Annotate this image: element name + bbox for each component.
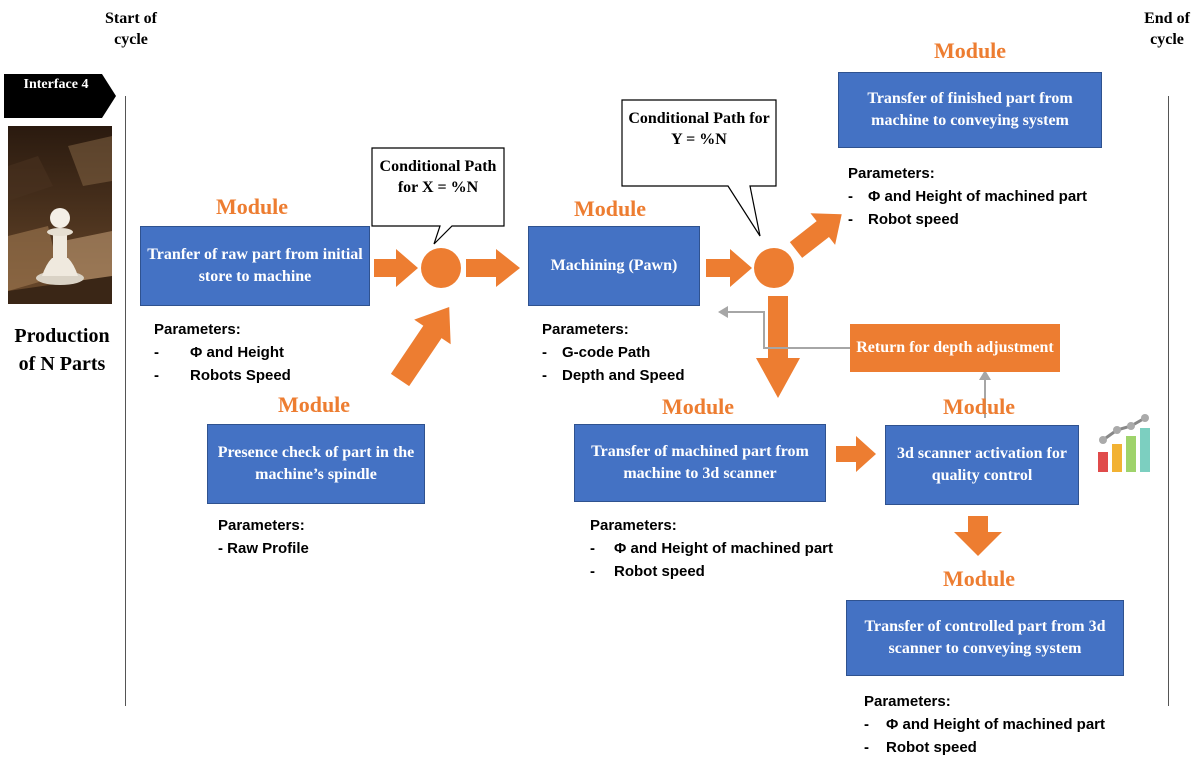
param-item: Robot speed [886,739,977,756]
params-heading: Parameters: [542,321,629,338]
arrow-machining-to-node2 [706,249,752,287]
interface-tag: Interface 4 [4,74,116,118]
param-item: Depth and Speed [562,367,685,384]
param-item: - Raw Profile [218,540,309,557]
start-of-cycle-label: Start of cycle [105,10,157,48]
interface-label: Interface 4 [23,77,89,92]
param-item: Robot speed [614,563,705,580]
return-depth-box: Return for depth adjustment [850,324,1060,372]
params-heading: Parameters: [864,693,951,710]
arrow-scanner-to-controlled [954,516,1002,556]
param-item: Φ and Height of machined part [886,716,1105,733]
param-item: G-code Path [562,344,651,361]
arrow-to-scanner [836,436,876,472]
end-of-cycle-label: End of cycle [1144,10,1190,48]
module-scanner: 3d scanner activation for quality contro… [885,425,1079,505]
module-title-finished: Module [933,38,1007,63]
module-machining: Machining (Pawn) [528,226,700,306]
decision-node-1 [421,248,461,288]
module-raw-transfer: Tranfer of raw part from initial store t… [140,226,370,306]
param-item: Φ and Height [190,344,284,361]
production-label: Production of N Parts [14,325,110,375]
params-controlled: Parameters: -Φ and Height of machined pa… [864,690,1105,759]
arrow-node2-to-finished [789,213,842,258]
start-line [125,96,126,706]
arrow-node1-to-machining [466,249,520,287]
params-raw: Parameters: -Φ and Height -Robots Speed [154,318,291,387]
params-heading: Parameters: [218,517,305,534]
module-title-raw: Module [215,194,289,219]
param-item: Φ and Height of machined part [614,540,833,557]
module-title-machining: Module [573,196,647,221]
module-presence-check: Presence check of part in the machine’s … [207,424,425,504]
callout-x: Conditional Path for X = %N [379,158,497,196]
params-to-scanner: Parameters: -Φ and Height of machined pa… [590,514,833,583]
param-item: Robots Speed [190,367,291,384]
module-title-controlled: Module [942,566,1016,591]
params-heading: Parameters: [154,321,241,338]
params-machining: Parameters: -G-code Path -Depth and Spee… [542,318,685,387]
param-item: Φ and Height of machined part [868,188,1087,205]
callout-x-shape [371,147,505,245]
module-title-presence: Module [277,392,351,417]
module-to-scanner: Transfer of machined part from machine t… [574,424,826,502]
module-title-to-scanner: Module [661,394,735,419]
params-finished: Parameters: -Φ and Height of machined pa… [848,162,1087,231]
callout-y-shape [621,99,777,237]
params-heading: Parameters: [848,165,935,182]
params-presence: Parameters: - Raw Profile [218,514,309,560]
pawn-photo [8,126,112,304]
end-line [1168,96,1169,706]
arrow-presence-to-node1 [390,307,451,387]
params-heading: Parameters: [590,517,677,534]
module-title-scanner: Module [942,394,1016,419]
arrow-raw-to-node1 [374,249,418,287]
module-finished-transfer: Transfer of finished part from machine t… [838,72,1102,148]
decision-node-2 [754,248,794,288]
module-controlled-transfer: Transfer of controlled part from 3d scan… [846,600,1124,676]
bar-chart-icon [1098,414,1150,472]
callout-y: Conditional Path for Y = %N [628,110,770,148]
param-item: Robot speed [868,211,959,228]
